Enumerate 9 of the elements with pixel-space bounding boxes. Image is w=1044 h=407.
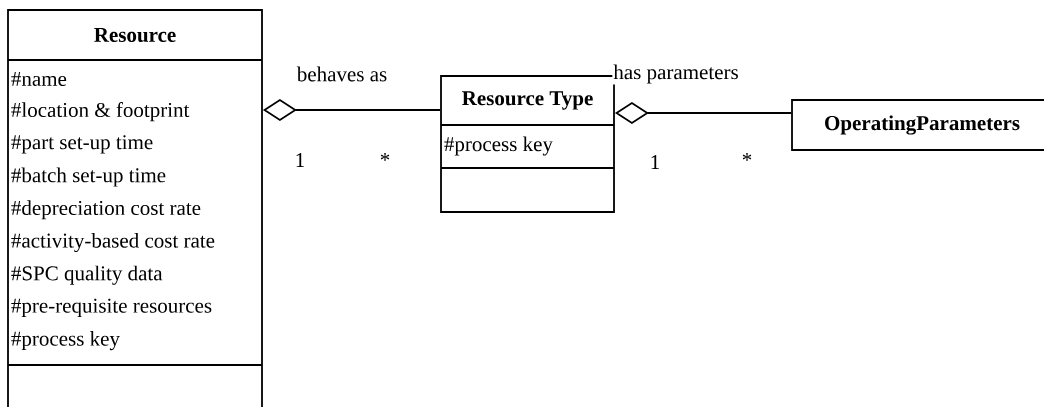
class-box: OperatingParameters (791, 99, 1044, 151)
multiplicity-label: 1 (296, 153, 304, 167)
multiplicity-label: * (742, 153, 752, 161)
edge-label: behaves as (295, 65, 389, 83)
multiplicity-label: * (380, 153, 390, 161)
class-box: Resource #name #location & footprint #part set-up time #batch set-up time #depreciation cost rate #activity-based cost rate #SPC quality data #pre-requisite resources #process key (7, 9, 263, 407)
multiplicity-label: 1 (651, 155, 659, 169)
edge-label: has parameters (612, 63, 740, 85)
class-box: Resource Type #process key (440, 75, 615, 213)
